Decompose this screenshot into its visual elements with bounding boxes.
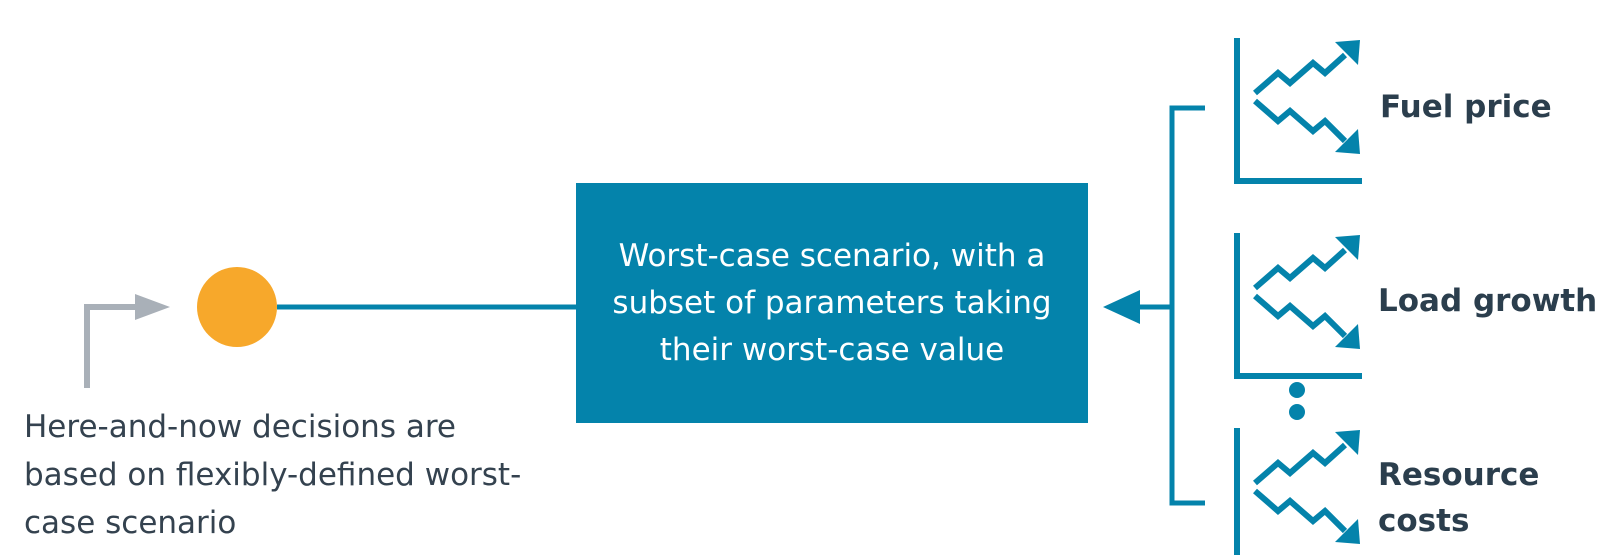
parameter-bracket [1103, 105, 1205, 506]
decision-node [197, 267, 277, 347]
arrow-to-box [1103, 290, 1140, 324]
decisions-caption: Here-and-now decisions are based on flex… [24, 409, 522, 541]
fuel-price-chart-icon [1234, 38, 1362, 184]
resource-costs-chart-icon [1234, 428, 1360, 555]
worst-case-scenario-box: Worst-case scenario, with a subset of pa… [576, 183, 1088, 423]
gray-entry-arrow [84, 294, 170, 388]
load-growth-chart-icon [1234, 233, 1362, 379]
resource-costs-label: Resource costs [1378, 457, 1540, 539]
worst-case-scenario-text: Worst-case scenario, with a subset of pa… [612, 237, 1052, 368]
load-growth-label: Load growth [1378, 283, 1598, 319]
ellipsis-dots [1289, 382, 1305, 420]
fuel-price-label: Fuel price [1380, 89, 1552, 125]
